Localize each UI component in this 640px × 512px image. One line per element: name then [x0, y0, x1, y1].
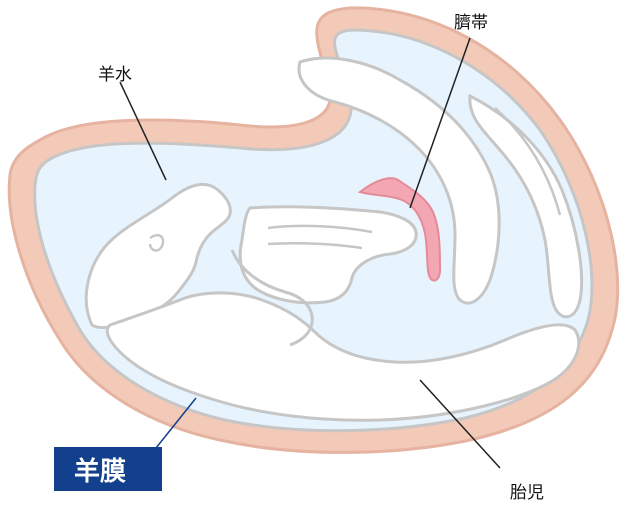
umbilical-cord — [357, 177, 442, 282]
fetus-ear — [148, 234, 165, 252]
fetus-leg-crease — [494, 107, 562, 216]
fetus-knee — [230, 249, 314, 347]
fetus-fingers — [267, 224, 373, 250]
fetus-leg-upper — [297, 56, 501, 305]
label-umbilical-cord: 臍帯 — [454, 13, 488, 33]
label-amnion-box — [54, 447, 162, 491]
label-amnion: 羊膜 — [74, 456, 126, 487]
leader-line-fetus — [419, 379, 501, 469]
leader-line-umbilical-cord — [409, 37, 471, 209]
fetus-leg-lower — [468, 93, 584, 319]
leader-line-amniotic-fluid — [119, 81, 167, 181]
fetus-body — [105, 291, 581, 422]
label-fetus: 胎児 — [510, 483, 544, 503]
label-amniotic-fluid: 羊水 — [98, 65, 132, 85]
leader-line-amnion — [155, 397, 197, 449]
